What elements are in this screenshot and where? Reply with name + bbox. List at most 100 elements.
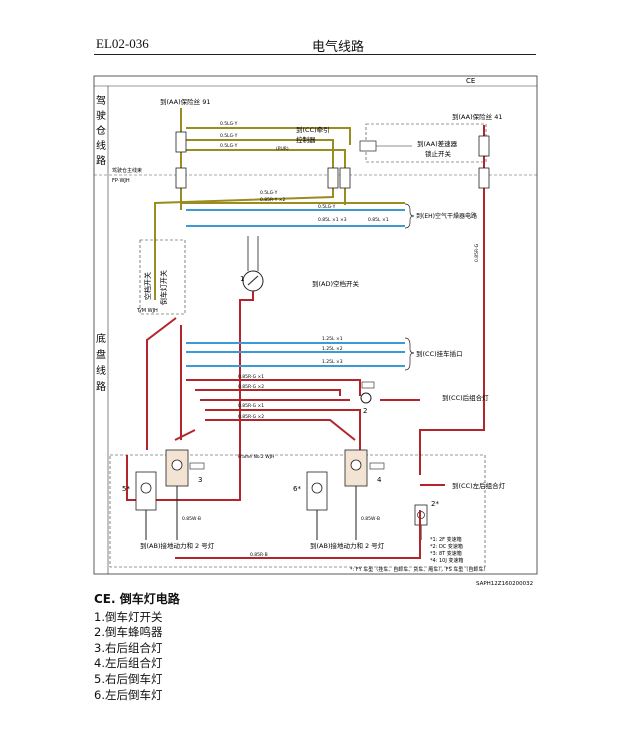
right-rear-combo-lamp: 3 xyxy=(165,449,205,487)
connector-box xyxy=(369,462,385,470)
component-number: 4 xyxy=(377,476,382,484)
ground-wires xyxy=(145,486,422,540)
left-rear-reverse-buzzer: 2* xyxy=(414,500,439,526)
note: *: FY 车型（挂车、自卸车、货车、厢车），FS 车型（自卸车） xyxy=(350,566,488,573)
wire-label: 0.85R·G ×1 xyxy=(238,403,264,409)
caption-item: 2.倒车蜂鸣器 xyxy=(94,625,163,640)
brace xyxy=(404,337,415,371)
ref-fuse-aa91: 到(AA)保险丝 91 xyxy=(160,97,210,106)
frame-harness-code: Frame No.2 WJH xyxy=(238,454,274,460)
wire-red xyxy=(419,125,485,452)
connector-box xyxy=(189,462,205,470)
wire-red xyxy=(205,419,356,441)
wire-label: 0.5LG·Y xyxy=(220,133,238,139)
lamp-bulb xyxy=(140,482,152,494)
switch-label-b: 倒车灯开关 xyxy=(159,270,168,305)
switch-contact xyxy=(247,275,259,286)
zone-lower-label: 底 盘 线 路 xyxy=(96,332,106,393)
figure-code: SAPH12Z160200032 xyxy=(476,581,533,587)
ref-cc-rear-left: 到(CC)左后组合灯 xyxy=(452,481,506,490)
switch-label-a: 空档开关 xyxy=(143,272,152,300)
caption-item: 1.倒车灯开关 xyxy=(94,609,163,624)
connector-box xyxy=(359,140,377,152)
wire-label: 0.85R·G ×2 xyxy=(238,414,264,420)
wire-label: 0.85L ×1 ×3 xyxy=(318,217,347,223)
cab-harness-label: 驾驶仓主线束 xyxy=(112,167,142,174)
blue-wires-upper xyxy=(186,209,405,227)
wire-label: 0.5LG·Y xyxy=(220,121,238,127)
red-wire-labels: 0.85R·G ×1 0.85R·G ×2 0.85R·G ×1 0.85R·G… xyxy=(238,374,264,420)
lamp-bulb xyxy=(350,459,362,471)
wire-red xyxy=(174,429,196,441)
red-fuse-wire xyxy=(419,125,485,452)
connector-block xyxy=(327,167,339,189)
wire-red xyxy=(195,389,341,396)
zone-upper-char: 驶 xyxy=(96,109,106,122)
wire-red xyxy=(146,317,177,450)
socket-wire-labels: 1.25L ×1 1.25L ×2 1.25L ×3 xyxy=(322,336,343,365)
connector-box xyxy=(361,381,375,389)
wire-olive xyxy=(154,185,334,300)
component-number: 2 xyxy=(363,407,367,415)
connector-block xyxy=(175,131,187,153)
lamp-bulb xyxy=(311,482,323,494)
reverse-switch: 1 xyxy=(240,270,264,292)
left-rear-combo-lamp: 4 xyxy=(344,449,385,487)
wire-label: 0.5LG·Y xyxy=(318,204,336,210)
note: *4: 10J 变速箱 xyxy=(430,557,463,564)
zone-upper-label: 驾 驶 仓 线 路 xyxy=(96,95,106,167)
note: *1: 2F 变速箱 xyxy=(430,536,462,543)
wire-label: 0.85W·B xyxy=(182,516,201,522)
ground-wire-labels: 0.85R·B 0.85W·B 0.85W·B xyxy=(182,516,380,558)
note: *3: 8T 变速箱 xyxy=(430,550,462,557)
buzzer-symbol xyxy=(360,392,372,404)
zone-upper-char: 路 xyxy=(96,154,106,167)
zone-lower-char: 线 xyxy=(96,364,106,377)
component-number: 2* xyxy=(431,500,439,508)
wire-olive xyxy=(186,127,351,145)
ref-ad-switch: 到(AD)空档开关 xyxy=(312,279,360,288)
ref-cc-traction: 到(CC)牵引 xyxy=(296,125,330,134)
ref-aa-relay-sub: 锁止开关 xyxy=(425,149,452,158)
wire-label: 0.85R·G ×1 xyxy=(238,374,264,380)
connector-block xyxy=(339,167,351,189)
ref-cc-traction-sub: 控制器 xyxy=(296,135,316,144)
diagram-frame xyxy=(93,75,538,575)
header-rule xyxy=(94,54,536,55)
wire-label: 0.85W·B xyxy=(361,516,380,522)
ref-cc-rear-right: 到(CC)后组合灯 xyxy=(442,393,489,402)
page-code: EL02-036 xyxy=(96,36,149,51)
ref-ground-right: 到(AB)接地动力和 2 号灯 xyxy=(310,541,385,550)
brace xyxy=(404,203,415,229)
zone-lower-char: 路 xyxy=(96,380,106,393)
notes: *1: 2F 变速箱 *2: DC 变速箱 *3: 8T 变速箱 *4: 10J… xyxy=(350,536,488,573)
red-wires xyxy=(126,291,445,501)
boundary-connectors xyxy=(175,131,490,189)
caption-item: 3.右后组合灯 xyxy=(94,640,163,655)
caption-item: 5.右后倒车灯 xyxy=(94,671,163,686)
connector-block xyxy=(478,167,490,189)
wire-olive xyxy=(186,149,346,185)
wire-label: 0.5LG·Y xyxy=(260,190,278,196)
wire-label: 1.25L ×2 xyxy=(322,346,343,352)
cab-harness-code: FP·WJH xyxy=(112,178,130,184)
page-title: 电气线路 xyxy=(312,40,365,55)
wire-label: 1.25L ×1 xyxy=(322,336,343,342)
caption-item: 6.左后倒车灯 xyxy=(94,687,163,702)
zone-upper-char: 仓 xyxy=(96,124,106,137)
caption: CE. 倒车灯电路 1.倒车灯开关 2.倒车蜂鸣器 3.右后组合灯 4.左后组合… xyxy=(94,592,180,703)
ref-ground-left: 到(AB)接地动力和 2 号灯 xyxy=(140,541,215,550)
zone-upper-char: 驾 xyxy=(96,95,106,107)
wire-label: 0.85L ×1 xyxy=(368,217,389,223)
wire-red xyxy=(205,409,361,450)
connector-block xyxy=(478,135,490,157)
switch-leads xyxy=(247,236,259,271)
wire-red xyxy=(186,379,361,396)
olive-wire-labels: 0.5LG·Y 0.5LG·Y 0.5LG·Y 0.5LG·Y (PUR) xyxy=(220,121,289,196)
zone-lower-char: 盘 xyxy=(96,348,106,361)
red-wire-bottom xyxy=(175,510,421,559)
neutral-switch-box xyxy=(139,239,186,315)
wire-label: 0.85R·G ×2 xyxy=(238,384,264,390)
zone-lower-char: 底 xyxy=(96,332,106,345)
ref-fuse-aa41: 到(AA)保险丝 41 xyxy=(452,112,502,121)
